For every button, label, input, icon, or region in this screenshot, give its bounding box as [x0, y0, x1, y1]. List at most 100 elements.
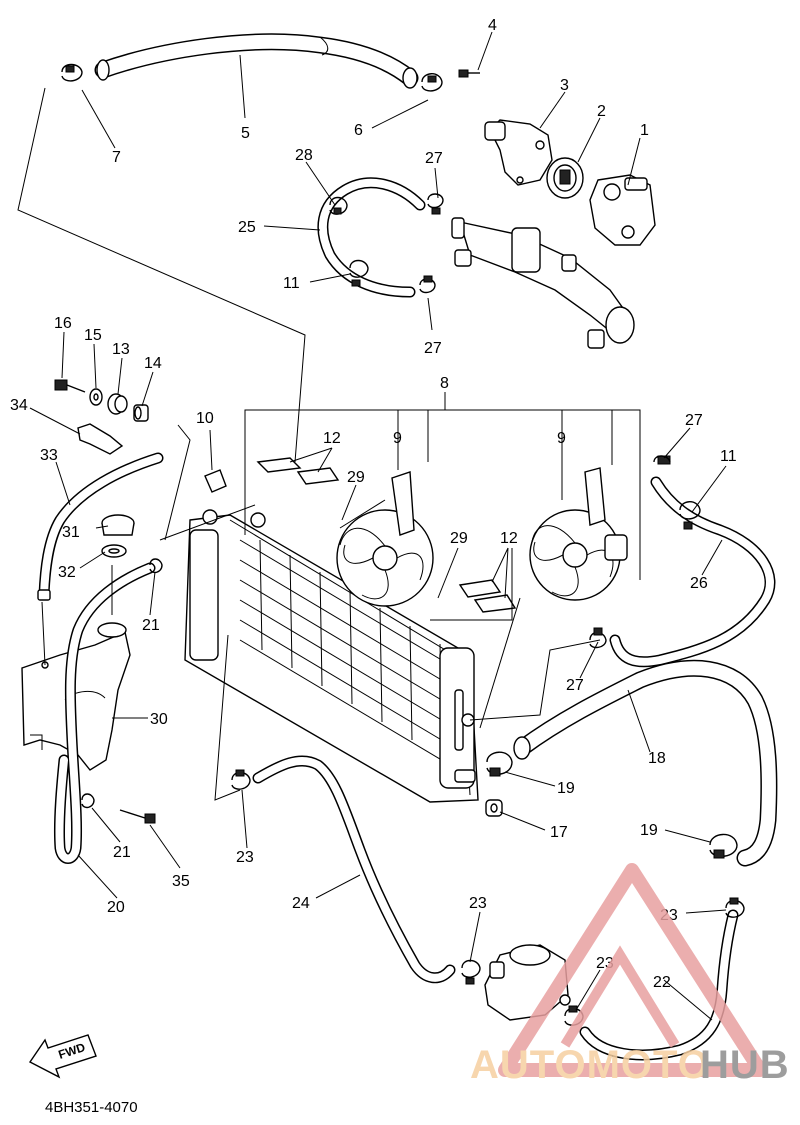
callout-6: 6 [354, 122, 363, 139]
callout-9-right: 9 [557, 430, 566, 447]
callout-2: 2 [597, 103, 606, 120]
callout-19-upper: 19 [557, 780, 575, 797]
callout-27-b: 27 [424, 340, 442, 357]
hose-clip-21-lower [81, 793, 95, 809]
callout-25: 25 [238, 219, 256, 236]
callout-27-a: 27 [425, 150, 443, 167]
callout-5: 5 [241, 125, 250, 142]
cooling-fan-right [529, 467, 628, 601]
hose-clamp-28 [329, 196, 348, 215]
hose-26 [609, 476, 776, 668]
callout-27-c: 27 [685, 412, 703, 429]
hose-clamp-23-center [461, 959, 481, 985]
hose-clamp-6 [421, 73, 443, 92]
callout-23-left: 23 [236, 849, 254, 866]
hose-24 [252, 755, 456, 984]
callout-34: 34 [10, 397, 28, 414]
hose-clamp-11-right [679, 501, 701, 530]
callouts: 1 2 3 4 5 6 7 8 9 9 10 11 11 12 12 13 14… [10, 17, 737, 991]
hose-clamp-19-upper [486, 751, 513, 777]
radiator-cap [101, 514, 135, 536]
insulator-12-upper [256, 457, 340, 485]
grommet-13 [107, 393, 128, 415]
callout-14: 14 [144, 355, 162, 372]
callout-11-right: 11 [720, 448, 737, 465]
callout-18: 18 [648, 750, 666, 767]
reservoir-hose-20 [53, 562, 156, 864]
callout-32: 32 [58, 564, 76, 581]
hose-clamp-27-c [653, 455, 671, 465]
callout-13: 13 [112, 341, 130, 358]
callout-19-lower: 19 [640, 822, 658, 839]
callout-15: 15 [84, 327, 102, 344]
hose-clamp-27-a [427, 193, 444, 215]
callout-16: 16 [54, 315, 72, 332]
thermostat-cover [484, 119, 553, 186]
callout-3: 3 [560, 77, 569, 94]
callout-11-upper: 11 [283, 275, 300, 292]
callout-12-lower: 12 [500, 530, 518, 547]
callout-1: 1 [640, 122, 649, 139]
radiator [184, 509, 479, 803]
radiator-hose-upper [94, 33, 419, 89]
bolt-16 [54, 379, 86, 393]
callout-8: 8 [440, 375, 449, 392]
callout-27-d: 27 [566, 677, 584, 694]
hose-clip-21-upper [149, 558, 163, 574]
leader-lines [29, 31, 727, 1021]
watermark-text-hub: HUB [700, 1043, 790, 1087]
hose-clamp-7 [61, 63, 83, 82]
coolant-pipe [451, 217, 635, 349]
bolt-4 [458, 69, 480, 78]
forward-arrow: FWD [28, 1034, 97, 1079]
watermark-text-auto: AUTOMOTO [470, 1043, 710, 1087]
hose-clamp-23-left [231, 769, 251, 790]
cap-fitting [454, 769, 476, 783]
overflow-hose-33 [37, 452, 164, 601]
callout-22: 22 [653, 974, 671, 991]
callout-33: 33 [40, 447, 58, 464]
callout-28: 28 [295, 147, 313, 164]
callout-35: 35 [172, 873, 190, 890]
radiator-core-fins [239, 539, 451, 766]
bolt-35 [119, 809, 156, 824]
cooling-fan-left [336, 471, 434, 607]
callout-7: 7 [112, 149, 121, 166]
radiator-hose-lower-18 [513, 659, 778, 867]
callout-21-upper: 21 [142, 617, 160, 634]
callout-12-upper: 12 [323, 430, 341, 447]
thermostat-housing [589, 174, 656, 246]
bypass-hose-25 [317, 177, 426, 298]
hose-clamp-27-b [419, 275, 436, 294]
callout-29-right: 29 [450, 530, 468, 547]
hose-clamp-23-right [725, 897, 745, 918]
thermostat [546, 157, 584, 199]
insulator-12-lower [458, 579, 517, 613]
collar-14 [133, 404, 149, 422]
callout-30: 30 [150, 711, 168, 728]
damper-10 [204, 469, 227, 493]
callout-4: 4 [488, 17, 497, 34]
watermark-logo: AUTOMOTO HUB [470, 863, 790, 1087]
hose-clamp-27-d [589, 627, 607, 649]
callout-17: 17 [550, 824, 568, 841]
callout-26: 26 [690, 575, 708, 592]
hose-clip-34 [77, 423, 124, 455]
catalog-code: 4BH351-4070 [45, 1099, 138, 1116]
watermark-triangle-icon [498, 863, 767, 1077]
callout-21-lower: 21 [113, 844, 131, 861]
callout-10: 10 [196, 410, 214, 427]
reference-lines [17, 87, 641, 801]
grommet-17 [485, 799, 503, 817]
hose-clamp-19-lower [709, 833, 738, 859]
hose-clamp-11-upper [349, 259, 369, 287]
callout-24: 24 [292, 895, 310, 912]
hose-22 [579, 909, 739, 1061]
callout-20: 20 [107, 899, 125, 916]
cap-seal-32 [101, 544, 127, 558]
washer-15 [89, 388, 103, 406]
callout-29-left: 29 [347, 469, 365, 486]
callout-23-center: 23 [469, 895, 487, 912]
callout-31: 31 [62, 524, 80, 541]
